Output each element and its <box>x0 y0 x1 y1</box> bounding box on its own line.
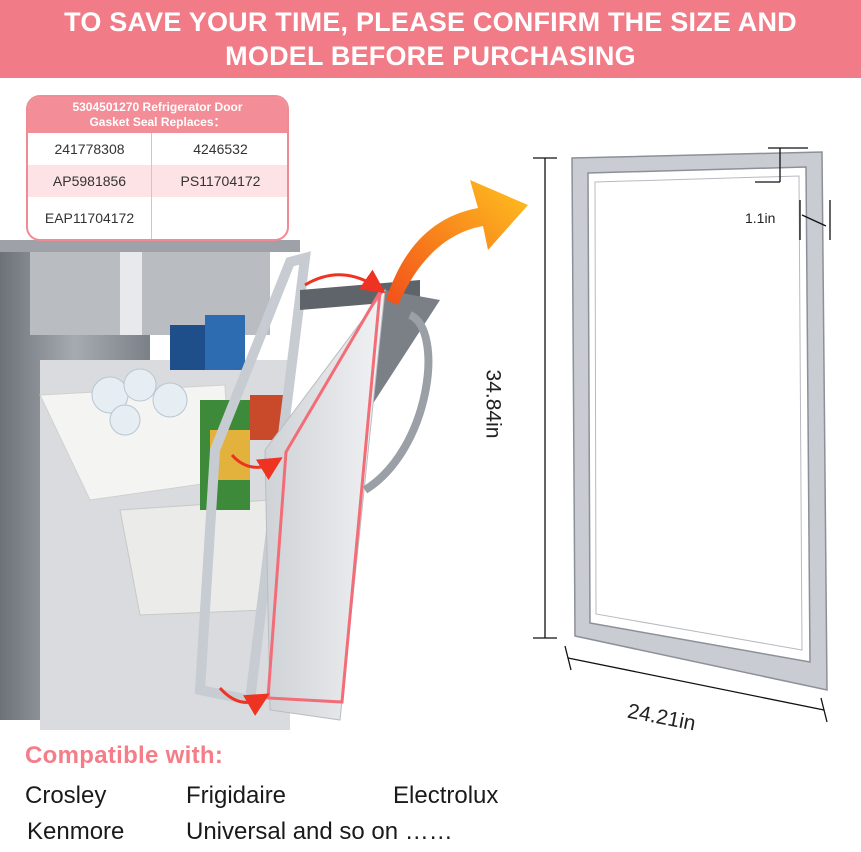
refrigerator <box>0 240 300 730</box>
freezer-door <box>264 280 440 721</box>
red-arrow-bottom <box>218 686 270 716</box>
banner-line-1: TO SAVE YOUR TIME, PLEASE CONFIRM THE SI… <box>64 7 797 37</box>
gasket-frame <box>571 151 828 691</box>
banner-line-2: MODEL BEFORE PURCHASING <box>225 41 636 71</box>
red-arrow-top <box>304 269 386 294</box>
brand-frigidaire: Frigidaire <box>186 782 287 809</box>
part-number: 241778308 <box>28 133 152 165</box>
brand-electrolux: Electrolux <box>393 782 499 809</box>
brand-kenmore: Kenmore <box>27 818 125 845</box>
part-number: EAP11704172 <box>28 197 152 239</box>
part-number: 4246532 <box>193 141 248 157</box>
top-banner: TO SAVE YOUR TIME, PLEASE CONFIRM THE SI… <box>0 0 861 78</box>
brand-universal: Universal and so on …… <box>186 818 453 845</box>
compatible-title: Compatible with: <box>25 742 224 769</box>
parts-card-header: 5304501270 Refrigerator Door Gasket Seal… <box>28 97 287 133</box>
orange-arrow <box>386 180 528 305</box>
parts-title-line-2: Gasket Seal Replaces： <box>89 115 226 129</box>
part-number: PS11704172 <box>152 165 287 197</box>
height-label: 34.84in <box>481 369 505 439</box>
replacement-parts-card: 5304501270 Refrigerator Door Gasket Seal… <box>26 95 289 241</box>
part-number: AP5981856 <box>28 165 152 197</box>
thickness-label: 1.1in <box>745 210 776 226</box>
parts-title-line-1: 5304501270 Refrigerator Door <box>72 100 243 114</box>
part-number-empty <box>152 197 287 239</box>
red-arrow-middle <box>230 453 283 481</box>
gasket-highlight <box>266 291 382 704</box>
brand-crosley: Crosley <box>25 782 107 809</box>
parts-number-grid: 241778308 4246532 AP5981856 PS11704172 E… <box>28 133 287 239</box>
dimension-lines <box>533 147 831 723</box>
